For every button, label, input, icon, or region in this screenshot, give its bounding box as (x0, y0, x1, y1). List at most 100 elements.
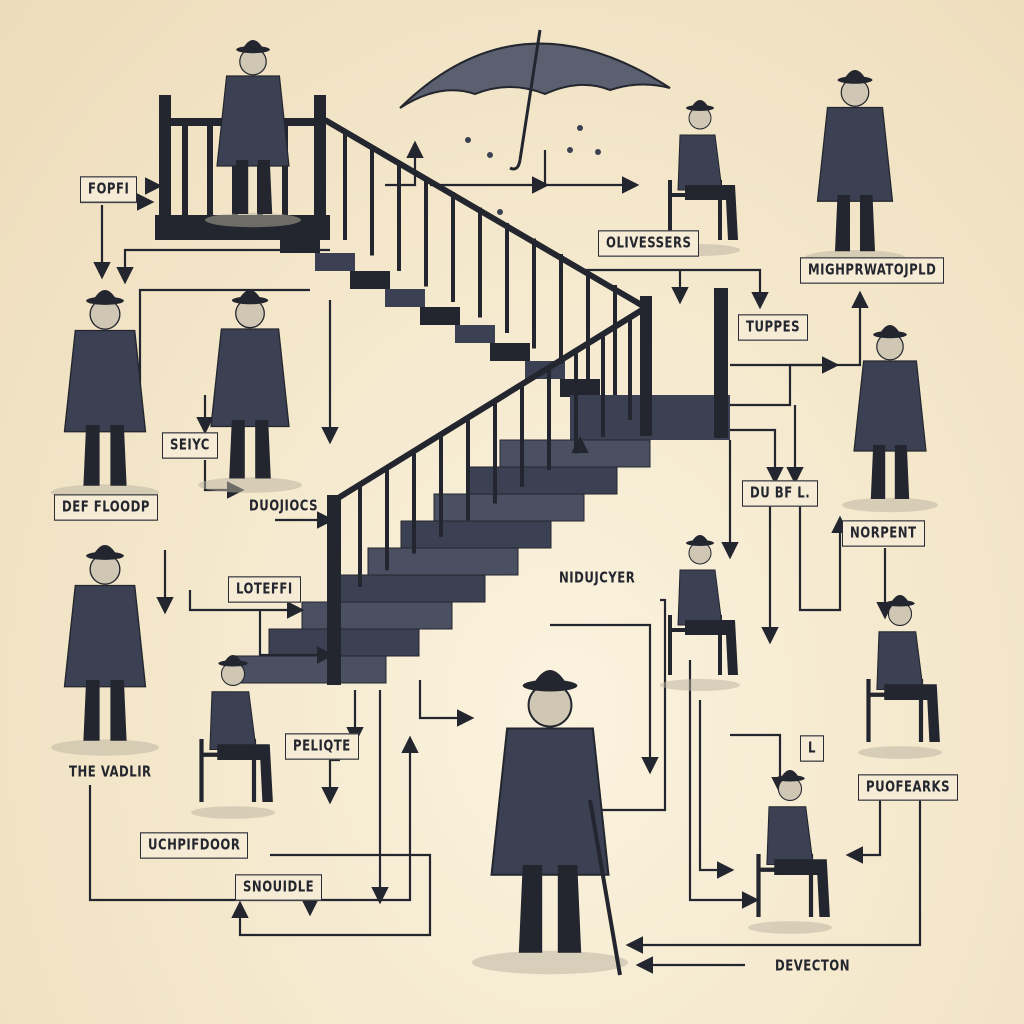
connector-arrow (116, 248, 330, 285)
bowler-hat (532, 670, 568, 686)
handrail (323, 117, 652, 313)
stair-step (560, 379, 600, 397)
figure-gentleman-seated-mid (660, 535, 740, 691)
legs (870, 445, 910, 499)
label-the-vadlir: THE VADLIR (69, 763, 152, 782)
connector-arrow (698, 700, 735, 879)
newel-post (640, 296, 652, 436)
label-mighprwatojpld: MIGHPRWATOJPLD (800, 257, 945, 284)
figure-gentleman-hands-pockets (198, 290, 302, 493)
coat (209, 691, 257, 751)
connector-arrow (730, 290, 869, 407)
label-uchpifdoor: UCHPIFDOOR (140, 832, 249, 859)
label-snouidle: SNOUIDLE (235, 874, 323, 901)
umbrella-icon (399, 29, 671, 215)
connector-arrow (385, 140, 424, 187)
connector-arrow (188, 590, 305, 619)
figure-gentleman-seated-chair (191, 655, 275, 819)
bowler-hat (242, 40, 264, 50)
figures (51, 40, 942, 976)
label-peliqte: PELIQTE (285, 733, 359, 760)
stair-step (334, 574, 486, 603)
bowler-hat (223, 655, 243, 664)
newel-post (327, 495, 341, 685)
stair-step (367, 547, 519, 576)
figure-gentleman-left (51, 290, 159, 501)
legs (83, 680, 127, 741)
stair-step (400, 520, 552, 549)
shadow (198, 477, 302, 493)
label-norpent: NORPENT (842, 520, 925, 547)
connector-arrow (550, 623, 659, 775)
connector-arrow (845, 795, 882, 864)
baluster (232, 126, 238, 216)
label-puofearks: PUOFEARKS (858, 774, 959, 801)
legs (83, 425, 127, 486)
shadow (472, 950, 628, 975)
connector-arrow (543, 150, 640, 194)
legs (685, 185, 738, 240)
legs (233, 160, 273, 214)
label-l: L (800, 735, 824, 762)
connector-arrow (730, 428, 784, 485)
shadow (660, 679, 740, 691)
coat (63, 584, 147, 688)
walking-cane (588, 799, 622, 976)
bowler-hat (238, 290, 262, 301)
connector-arrow (418, 680, 475, 727)
stair-step (301, 601, 453, 630)
stair-step (385, 289, 425, 307)
shadow (191, 806, 275, 819)
bowler-hat (92, 545, 118, 556)
shadow (205, 212, 301, 228)
shadow (51, 739, 159, 756)
stair-step (350, 271, 390, 289)
legs (884, 684, 940, 742)
label-olivessers: OLIVESSERS (598, 230, 700, 257)
label-du-bf-l: DU BF L. (742, 480, 819, 507)
stair-step (455, 325, 495, 343)
figure-gentleman-seated-right (858, 595, 942, 759)
baluster (282, 126, 288, 216)
legs (835, 195, 875, 252)
staircase (155, 95, 730, 685)
handrail (333, 302, 652, 503)
bowler-hat (890, 595, 910, 604)
coat (677, 569, 723, 626)
legs (685, 620, 738, 675)
stair-step (235, 655, 387, 684)
connector-arrow (321, 758, 340, 805)
stair-step (268, 628, 420, 657)
label-fopfi: FOPFI (80, 176, 138, 203)
label-seiyc: SEIYC (162, 432, 218, 459)
bowler-hat (780, 770, 800, 779)
coat (63, 329, 147, 433)
connector-arrow (798, 505, 849, 612)
legs (229, 420, 271, 479)
newel-post (159, 95, 171, 220)
coat (766, 806, 814, 866)
bowler-hat (843, 70, 867, 80)
coat (816, 106, 894, 202)
figure-gentleman-landing (205, 40, 301, 228)
shadow (842, 497, 938, 513)
bowler-hat (691, 100, 709, 108)
coat (210, 328, 290, 428)
connector-arrow (730, 733, 789, 795)
label-loteffi: LOTEFFI (228, 576, 301, 603)
stair-step (490, 343, 530, 361)
bowler-hat (92, 290, 118, 301)
connector-arrow (625, 795, 922, 954)
figure-walking-gentleman (472, 670, 628, 975)
coat (677, 134, 723, 191)
figure-gentleman-right (842, 325, 938, 513)
connector-arrow (575, 598, 667, 819)
legs (518, 865, 582, 953)
bowler-hat (879, 325, 901, 335)
bowler-hat (691, 535, 709, 543)
coat (853, 360, 927, 452)
baluster (207, 126, 213, 216)
stair-step (315, 253, 355, 271)
